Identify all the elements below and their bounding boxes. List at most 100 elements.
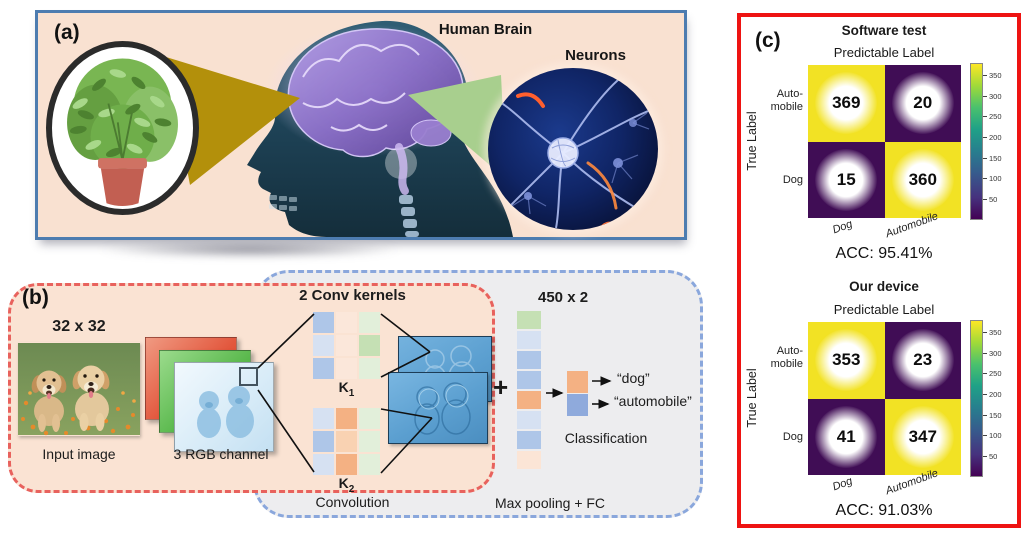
kernel-2-letter: K	[338, 475, 349, 491]
kernel-cell	[313, 408, 334, 429]
matrix-cell: 41	[808, 398, 885, 475]
receptive-field-square	[239, 367, 258, 386]
matrix-cell: 353	[808, 322, 885, 399]
class-label-dog: “dog”	[617, 370, 650, 386]
panel-c: (c) Software test Predictable Label 369 …	[737, 13, 1021, 528]
matrix-2-top-axis: Predictable Label	[833, 302, 935, 317]
kernel-cell	[359, 431, 380, 452]
confusion-matrix-1: 369 20 15 360	[808, 65, 961, 218]
input-image-dogs	[18, 343, 140, 436]
matrix-cell: 15	[808, 141, 885, 218]
colorbar-tick: 200	[983, 133, 1002, 142]
cell-value: 15	[836, 169, 856, 189]
plant-circle	[46, 41, 199, 215]
output-vector	[567, 371, 588, 416]
confusion-matrix-2: 353 23 41 347	[808, 322, 961, 475]
matrix-2-title: Our device	[849, 279, 919, 294]
gold-triangle	[166, 57, 300, 185]
colorbar-tick: 350	[983, 71, 1002, 80]
output-cell	[567, 394, 588, 416]
colorbar-tick: 200	[983, 390, 1002, 399]
feature-cell	[517, 391, 541, 409]
main-soma	[547, 137, 579, 169]
colorbar-1	[970, 63, 983, 220]
feature-cell	[517, 351, 541, 369]
plus-sign: +	[493, 372, 509, 402]
teeth	[269, 195, 297, 211]
kernel-2-label: K2	[313, 475, 380, 495]
colorbar-tick: 50	[983, 452, 997, 461]
kernel-cell	[313, 431, 334, 452]
colorbar-tick: 300	[983, 349, 1002, 358]
input-image-caption: Input image	[42, 446, 116, 462]
magnify-triangles	[166, 57, 506, 185]
colorbar-1-ticks: 350 300 250 200 150 100 50	[983, 63, 1013, 220]
cell-value: 41	[836, 426, 856, 446]
matrix-2-col-dog: Dog	[831, 475, 855, 494]
matrix-cell: 369	[808, 65, 885, 142]
colorbar-tick: 150	[983, 411, 1002, 420]
colorbar-tick: 100	[983, 174, 1002, 183]
human-brain-caption: Human Brain	[438, 21, 533, 38]
rgb-channel-caption: 3 RGB channel	[173, 446, 269, 462]
plant-illustration	[67, 58, 178, 207]
cell-glow	[891, 148, 954, 211]
convolution-caption: Convolution	[315, 494, 390, 510]
kernel-cell	[313, 454, 334, 475]
colorbar-tick: 100	[983, 431, 1002, 440]
colorbar-tick: 250	[983, 112, 1002, 121]
fc-size-label: 450 x 2	[538, 289, 589, 306]
panel-a: (a)	[35, 10, 687, 240]
panel-a-shadow	[95, 241, 405, 258]
feature-map-2	[388, 372, 488, 444]
brain-convolutions	[302, 43, 420, 132]
colorbar-tick: 350	[983, 328, 1002, 337]
colorbar-tick: 300	[983, 92, 1002, 101]
kernel-cell	[313, 312, 334, 333]
input-size-label: 32 x 32	[52, 318, 106, 335]
feature-cell	[517, 451, 541, 469]
conv-kernels-title: 2 Conv kernels	[299, 287, 406, 304]
kernel-cell	[336, 312, 357, 333]
panel-a-label: (a)	[54, 21, 80, 44]
neurons-circle	[488, 68, 658, 230]
matrix-2-accuracy: ACC: 91.03%	[835, 502, 933, 519]
pot	[98, 158, 147, 207]
colorbar-tick: 250	[983, 369, 1002, 378]
colorbar-tick: 50	[983, 195, 997, 204]
classification-caption: Classification	[564, 430, 648, 446]
cell-value: 347	[908, 426, 937, 446]
soma-small	[613, 158, 623, 168]
cell-glow	[815, 329, 878, 392]
feature-cell	[517, 331, 541, 349]
feature-cell	[517, 311, 541, 329]
cell-value: 353	[832, 350, 861, 370]
colorbar-2-ticks: 350 300 250 200 150 100 50	[983, 320, 1013, 477]
feature-vector	[517, 311, 541, 469]
cell-glow	[815, 72, 878, 135]
kernel-cell	[336, 358, 357, 379]
kernel-1-grid	[313, 312, 380, 379]
colorbar-tick: 150	[983, 154, 1002, 163]
matrix-1-row-automobile: Auto- mobile	[770, 88, 803, 113]
cell-glow	[815, 405, 878, 468]
soma-small	[629, 119, 637, 127]
kernel-2-grid	[313, 408, 380, 475]
cell-value: 360	[908, 169, 937, 189]
kernel-cell	[359, 335, 380, 356]
spine-segments	[399, 195, 419, 237]
panel-c-label: (c)	[755, 29, 781, 52]
head-brain-illustration	[247, 20, 513, 237]
output-cell	[567, 371, 588, 393]
soma-small	[524, 192, 532, 200]
cell-value: 20	[913, 93, 933, 113]
cell-value: 369	[832, 93, 861, 113]
blue-channel-dogs	[197, 386, 254, 438]
kernel-2-subscript: 2	[348, 483, 355, 495]
matrix-1-row-dog: Dog	[782, 174, 803, 186]
matrix-cell: 347	[884, 398, 961, 475]
kernel-1-subscript: 1	[348, 387, 355, 399]
kernel-1-label: K1	[313, 379, 380, 399]
blue-channel	[174, 362, 274, 452]
feature-cell	[517, 431, 541, 449]
